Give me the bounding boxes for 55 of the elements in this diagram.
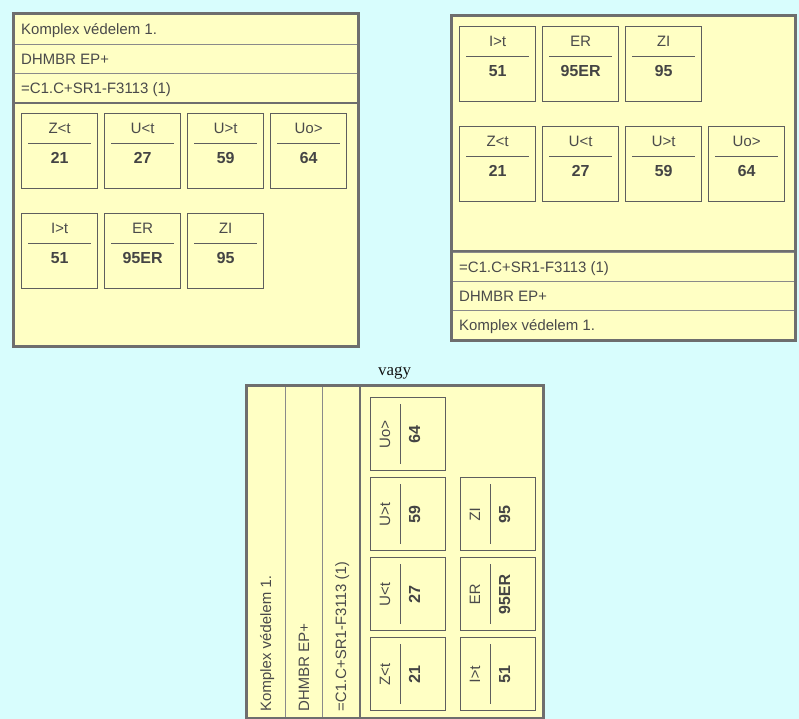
ansi-code: 51 <box>50 249 70 268</box>
function-box <box>21 213 98 289</box>
designation-row: =C1.C+SR1-F3113 (1) <box>322 387 359 717</box>
function-box <box>370 557 446 631</box>
ansi-code: 21 <box>50 149 70 168</box>
ansi-code: 95 <box>496 504 515 525</box>
function-box <box>370 397 446 471</box>
function-box <box>542 126 619 202</box>
designation-row: =C1.C+SR1-F3113 (1) <box>453 252 794 281</box>
designation-row: Komplex védelem 1. <box>453 310 794 339</box>
device-card <box>450 14 797 342</box>
function-box <box>459 126 536 202</box>
function-box <box>708 126 785 202</box>
ansi-code: 95 <box>654 62 674 81</box>
function-box <box>370 477 446 551</box>
function-box <box>104 113 181 189</box>
device-card <box>245 384 545 719</box>
ansi-code: 21 <box>406 664 425 685</box>
function-box <box>460 637 536 711</box>
ansi-code: 95 <box>216 249 236 268</box>
function-box <box>187 113 264 189</box>
designation-row: Komplex védelem 1. <box>15 15 357 44</box>
ansi-code: 21 <box>488 162 508 181</box>
function-box <box>460 557 536 631</box>
function-box <box>370 637 446 711</box>
function-box <box>542 26 619 102</box>
separator-text: vagy <box>378 360 412 380</box>
function-box <box>625 126 702 202</box>
designation-row: =C1.C+SR1-F3113 (1) <box>15 73 357 102</box>
ansi-code: 64 <box>298 149 318 168</box>
designation-row: DHMBR EP+ <box>453 281 794 310</box>
designation-row: DHMBR EP+ <box>285 387 322 717</box>
ansi-code: 51 <box>488 62 508 81</box>
ansi-code: 51 <box>496 664 515 685</box>
ansi-code: 59 <box>216 149 236 168</box>
function-box <box>625 26 702 102</box>
ansi-code: 95ER <box>496 572 515 616</box>
function-box <box>187 213 264 289</box>
ansi-code: 95ER <box>121 249 164 268</box>
ansi-code: 95ER <box>559 62 602 81</box>
ansi-code: 64 <box>736 162 756 181</box>
ansi-code: 27 <box>406 584 425 605</box>
function-box <box>104 213 181 289</box>
designation-row: DHMBR EP+ <box>15 44 357 73</box>
function-box <box>459 26 536 102</box>
ansi-code: 59 <box>654 162 674 181</box>
ansi-code: 59 <box>406 504 425 525</box>
device-card <box>12 12 360 348</box>
function-box <box>21 113 98 189</box>
function-box <box>460 477 536 551</box>
ansi-code: 27 <box>570 162 590 181</box>
designation-row: Komplex védelem 1. <box>248 387 285 717</box>
ansi-code: 27 <box>132 149 152 168</box>
function-box <box>270 113 347 189</box>
ansi-code: 64 <box>406 424 425 445</box>
